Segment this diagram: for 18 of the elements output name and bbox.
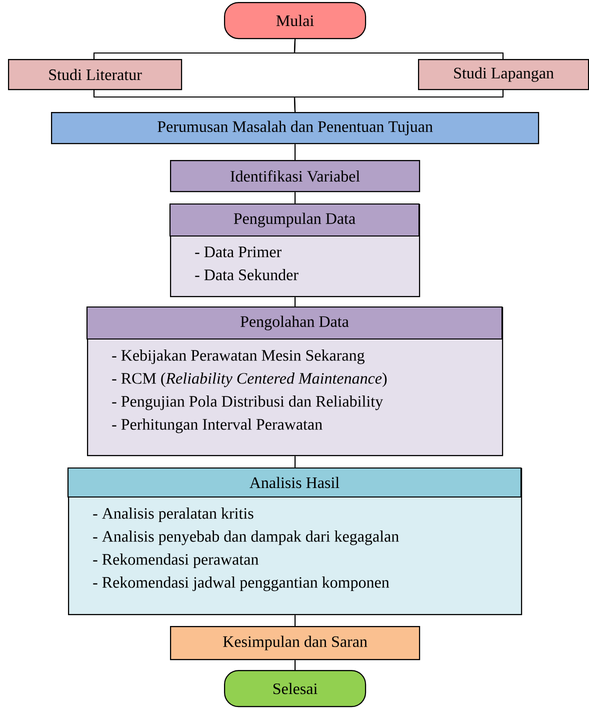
process-box: Identifikasi Variabel xyxy=(170,160,420,192)
connector-line xyxy=(294,39,504,59)
process-box: Pengumpulan Data - Data Primer - Data Sekunder xyxy=(169,203,420,298)
process-box: Studi Lapangan xyxy=(418,59,589,90)
process-box: Kesimpulan dan Saran xyxy=(170,626,420,660)
connector-line xyxy=(294,615,296,626)
start-terminal: Mulai xyxy=(224,2,366,40)
end-terminal: Selesai xyxy=(224,670,366,708)
process-box: Perumusan Masalah dan Penentuan Tujuan xyxy=(51,112,540,144)
connector-line xyxy=(294,660,296,670)
connector-line xyxy=(294,456,296,468)
connector-line xyxy=(294,89,504,112)
connector-line xyxy=(294,192,296,204)
process-box: Pengolahan Data - Kebijakan Perawatan Mesin Sekarang - RCM (Reliability Centered Maintenance) - Pengujian Pola Distribusi dan Reliability - Perhitungan Interval Perawatan xyxy=(86,306,504,456)
connector-line xyxy=(294,144,296,160)
connector-line xyxy=(294,297,296,307)
process-box: Analisis Hasil - Analisis peralatan kritis - Analisis penyebab dan dampak dari kegagalan - Rekomendasi perawatan - Rekomendasi jadwal penggantian komponen xyxy=(67,467,522,616)
process-box: Studi Literatur xyxy=(8,59,182,90)
